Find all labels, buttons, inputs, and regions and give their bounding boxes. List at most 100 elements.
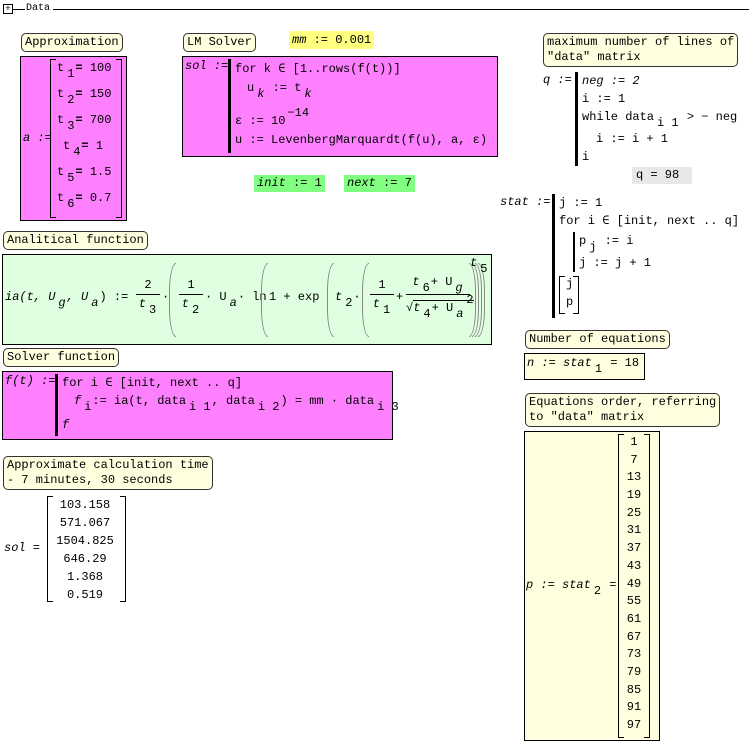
note-approximation[interactable]: Approximation (21, 33, 123, 52)
q-line-return: i (582, 150, 590, 164)
sol-value: 571.067 (59, 516, 111, 530)
q-line-i: i := 1 (582, 92, 626, 106)
note-num-equations[interactable]: Number of equations (525, 330, 670, 349)
sol-result-lhs: sol = (4, 541, 41, 555)
next-name: next (347, 176, 376, 190)
init-op: := (293, 176, 308, 190)
p-value: 37 (626, 541, 642, 556)
note-eq-order[interactable]: Equations order, referring to "data" mat… (525, 393, 721, 427)
init-name: init (257, 176, 286, 190)
note-solver-function[interactable]: Solver function (3, 348, 120, 367)
stat-line-j: j := 1 (559, 196, 603, 210)
p-value: 1 (630, 435, 638, 449)
one-plus-exp: 1 + exp (269, 290, 320, 304)
mm-value: 0.001 (335, 33, 372, 47)
sol-value: 1504.825 (56, 534, 114, 548)
sol-value: 646.29 (63, 552, 107, 566)
q-line-inc: i := i + 1 (596, 132, 669, 146)
p-value: 19 (626, 488, 642, 503)
sol-lhs: sol := (185, 59, 229, 73)
q-line-neg: neg := 2 (582, 74, 640, 88)
note-max-lines[interactable]: maximum number of lines of "data" matrix (543, 33, 739, 67)
p-value: 67 (626, 629, 642, 644)
sol-result[interactable]: sol = 103.158 571.067 1504.825 646.29 1.… (4, 494, 129, 604)
region-header[interactable]: + Data (3, 3, 749, 16)
mm-name: mm (292, 33, 307, 47)
init-definition[interactable]: init := 1 (254, 175, 325, 192)
sol-value: 103.158 (59, 498, 111, 512)
region-line-left (13, 9, 25, 10)
p-value: 73 (626, 647, 642, 662)
next-op: := (383, 176, 398, 190)
next-value: 7 (404, 176, 412, 190)
mm-definition[interactable]: mm := 0.001 (289, 31, 375, 49)
next-definition[interactable]: next := 7 (344, 175, 415, 192)
p-value: 61 (626, 611, 642, 626)
region-title: Data (26, 3, 51, 14)
note-calc-time[interactable]: Approximate calculation time - 7 minutes… (3, 456, 213, 490)
stat-line-jinc: j := j + 1 (579, 256, 652, 270)
f-line-for: for i ∈ [init, next .. q] (62, 376, 243, 390)
dot-operator: · (162, 290, 170, 304)
p-value: 25 (626, 505, 642, 520)
q-lhs: q := (543, 73, 572, 87)
p-value: 79 (626, 664, 642, 679)
paren-open (261, 263, 268, 337)
stat-lhs: stat := (500, 195, 551, 209)
sol-value: 1.368 (66, 570, 103, 584)
paren-open (327, 263, 334, 337)
sol-bracket-right (120, 496, 126, 602)
p-value: 31 (626, 523, 642, 538)
p-value: 91 (626, 700, 642, 715)
q-result[interactable]: q = 98 (632, 167, 692, 184)
note-lm-solver[interactable]: LM Solver (183, 33, 256, 52)
matrix-bracket-right (116, 59, 122, 218)
sol-line-eps: ε := 10−14 (235, 106, 310, 128)
paren-open (169, 263, 176, 337)
mm-op: := (313, 33, 329, 47)
p-value: 13 (626, 470, 642, 485)
p-value: 55 (626, 594, 642, 609)
plus-box-icon[interactable]: + (3, 4, 13, 14)
p-value: 49 (626, 576, 642, 591)
init-value: 1 (314, 176, 322, 190)
stat-vector-j: j (566, 277, 574, 291)
sol-line-for: for k ∈ [1..rows(f(t))] (235, 62, 401, 76)
f-lhs: f(t) := (5, 374, 56, 388)
stat-line-for: for i ∈ [init, next .. q] (559, 214, 740, 228)
p-bracket-right (644, 434, 650, 738)
p-value: 7 (630, 452, 638, 467)
stat-program[interactable]: stat := j := 1 for i ∈ [init, next .. q]… (500, 194, 745, 318)
approx-lhs: a := (23, 131, 52, 145)
note-analytical[interactable]: Analitical function (3, 231, 148, 250)
sol-bracket-left (47, 496, 53, 602)
